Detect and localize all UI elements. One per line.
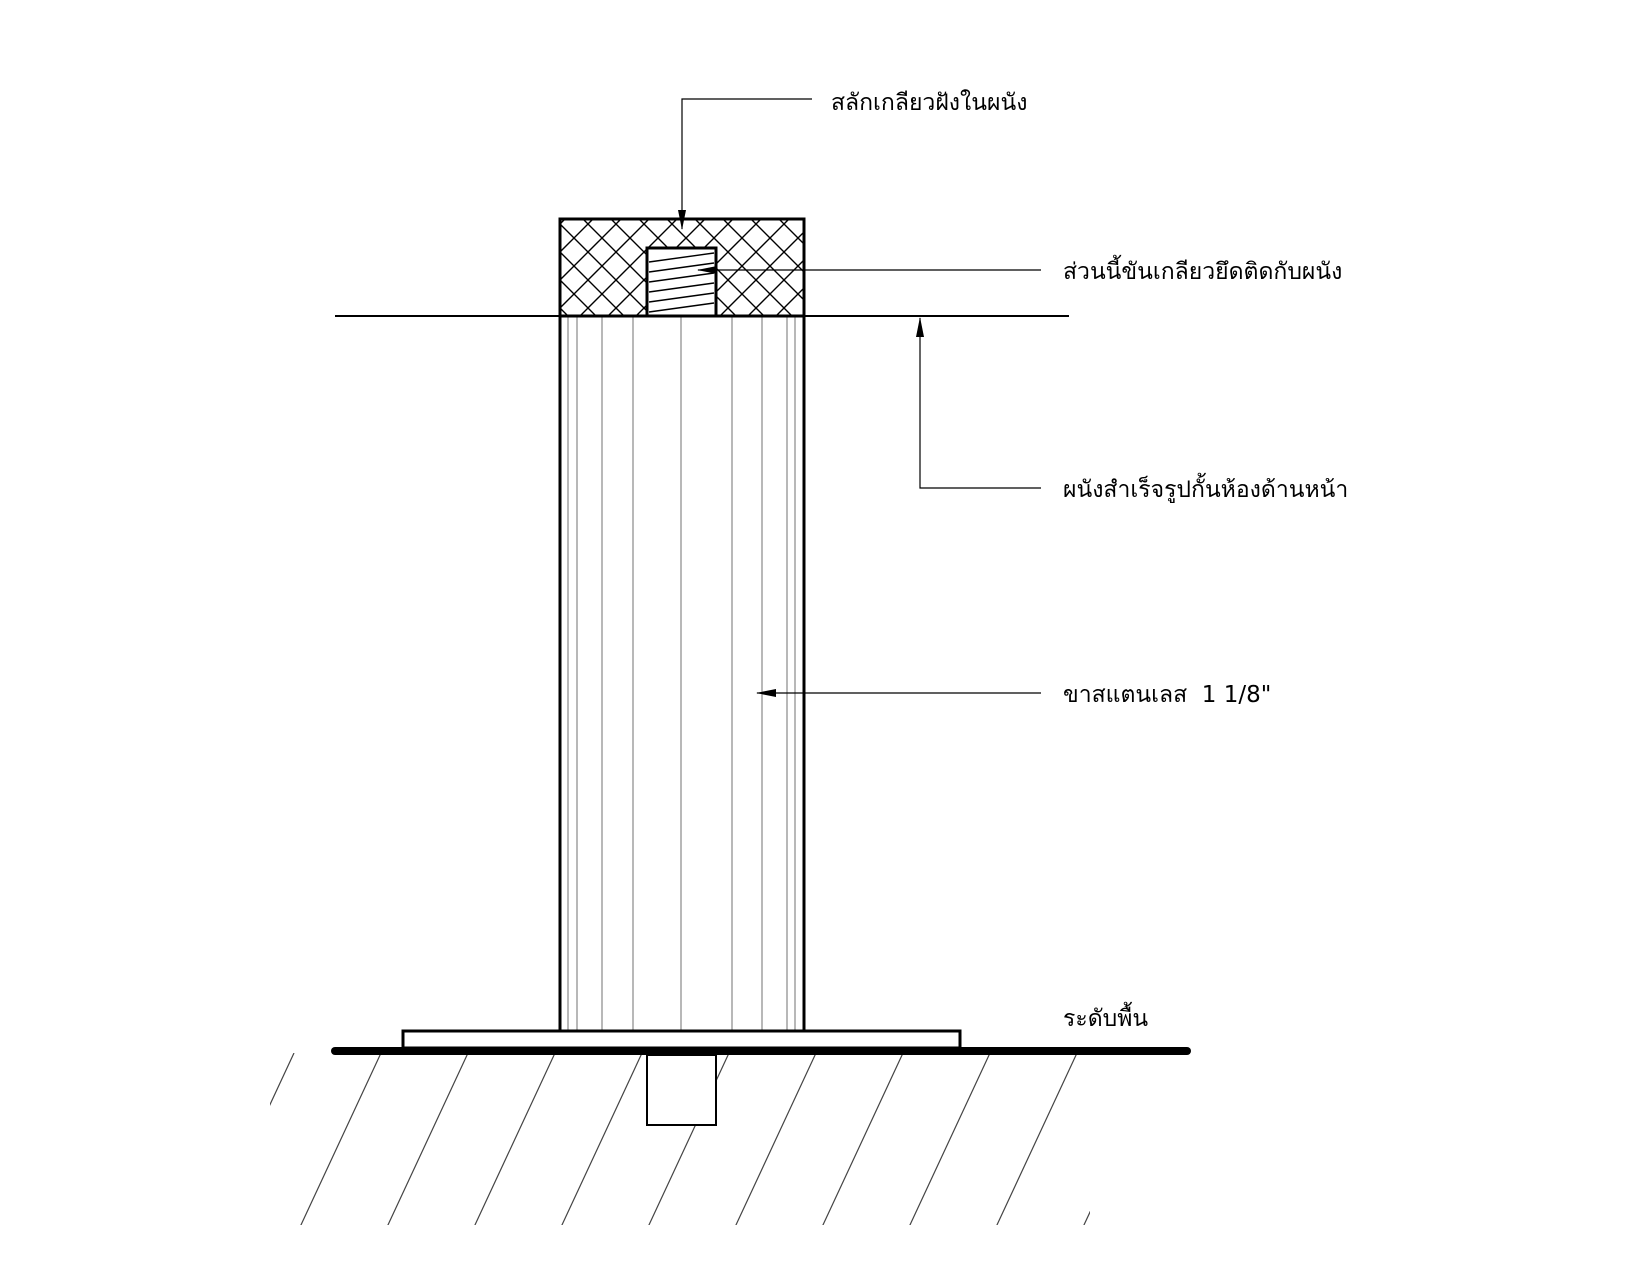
wall-panel-leader [916,317,1041,489]
label-bolt: สลักเกลียวฝังในผนัง [831,89,1027,116]
label-floor-level: ระดับพื้น [1063,1002,1148,1032]
threaded-bolt [645,246,718,318]
label-threaded-part: ส่วนนี้ขันเกลียวยึดติดกับผนัง [1063,255,1342,285]
floor-anchor [646,1054,717,1126]
label-wall-panel: ผนังสำเร็จรูปกั้นห้องด้านหน้า [1063,473,1348,503]
bolt-leader [678,98,812,230]
label-stainless-leg: ขาสแตนเลส 1 1/8" [1063,682,1271,708]
base-plate [401,1029,962,1050]
stainless-pole [558,314,806,1033]
